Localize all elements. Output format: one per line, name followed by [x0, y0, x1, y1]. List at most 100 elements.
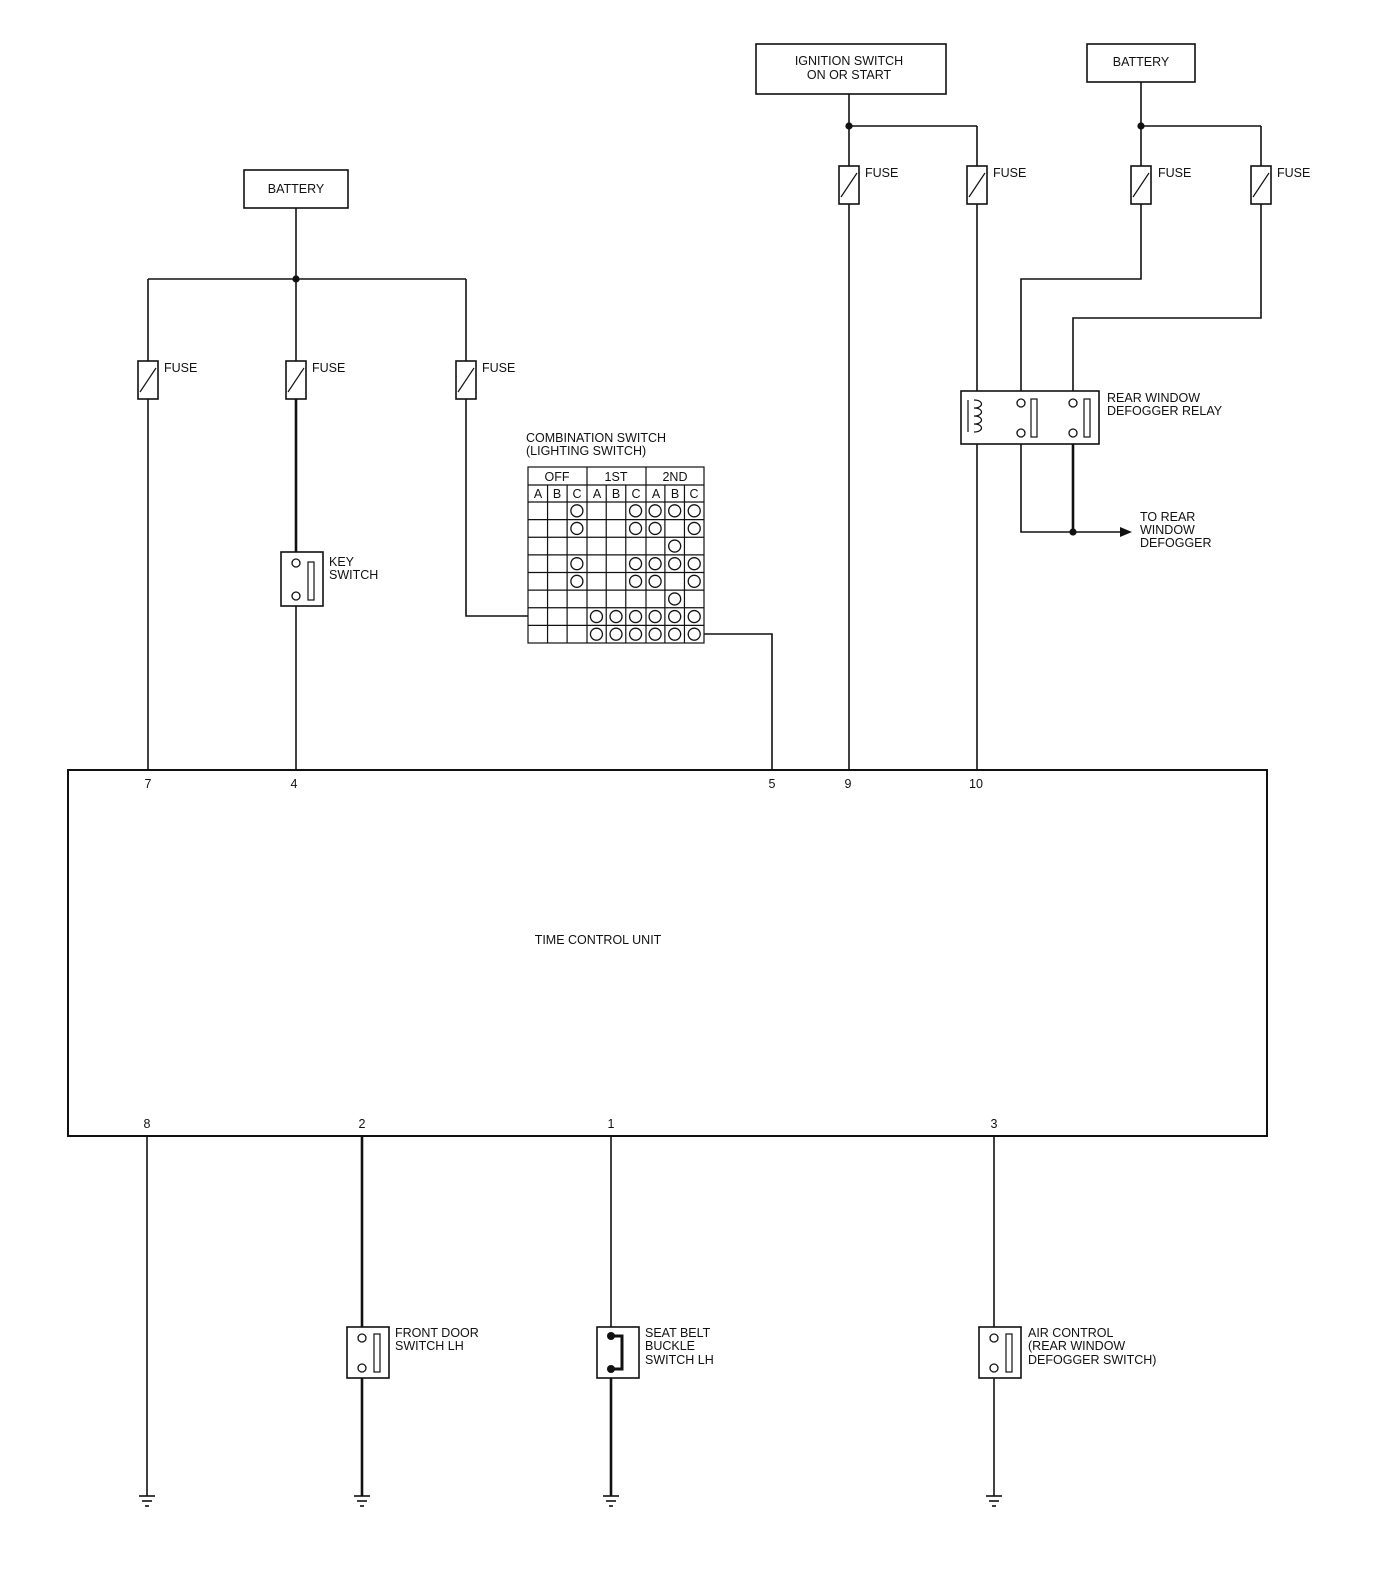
ground-icon: [354, 1495, 370, 1507]
connection-circle: [570, 504, 584, 518]
closed-contact-icon: [611, 1334, 624, 1371]
connection-circle: [609, 627, 623, 641]
connection-circle: [570, 574, 584, 588]
seat-belt-switch-label-2: BUCKLE: [645, 1339, 695, 1353]
connection-circle: [628, 557, 643, 571]
connection-circle: [648, 521, 662, 536]
connection-circle: [628, 521, 643, 536]
fuse-left-1: FUSE: [137, 360, 197, 400]
terminal-a: A: [534, 487, 543, 501]
battery-left: BATTERY: [243, 169, 349, 209]
ignition-wiring: [845, 94, 978, 770]
connection-circle: [628, 504, 643, 518]
connection-circle: [648, 574, 662, 588]
fuse-ignition-1: FUSE: [838, 165, 898, 205]
terminal-b: B: [553, 487, 561, 501]
connection-circle: [668, 627, 682, 641]
seat-belt-buckle-switch-lh: SEAT BELT BUCKLE SWITCH LH: [596, 1326, 714, 1379]
air-control-label-1: AIR CONTROL: [1028, 1326, 1113, 1340]
seat-belt-switch-label-1: SEAT BELT: [645, 1326, 711, 1340]
seat-belt-switch-label-3: SWITCH LH: [645, 1353, 714, 1367]
terminal-a: A: [593, 487, 602, 501]
air-control-label-3: DEFOGGER SWITCH): [1028, 1353, 1156, 1367]
pin-10: 10: [969, 777, 983, 791]
time-control-unit-label: TIME CONTROL UNIT: [535, 933, 662, 947]
ignition-switch-label-1: IGNITION SWITCH: [795, 54, 903, 68]
connection-circle: [687, 574, 701, 588]
air-control-label-2: (REAR WINDOW: [1028, 1339, 1125, 1353]
relay-label-1: REAR WINDOW: [1107, 391, 1200, 405]
terminal-b: B: [612, 487, 620, 501]
to-defogger-label-2: WINDOW: [1140, 523, 1195, 537]
connection-circle: [589, 609, 604, 624]
front-door-switch-label-2: SWITCH LH: [395, 1339, 464, 1353]
fuse-left-3: FUSE: [455, 360, 515, 400]
terminal-c: C: [689, 487, 698, 501]
terminal-c: C: [631, 487, 640, 501]
fuse-battery-right-2: FUSE: [1250, 165, 1310, 205]
position-1st: 1ST: [605, 470, 628, 484]
connection-circle: [687, 521, 701, 536]
fuse-ignition-2: FUSE: [966, 165, 1026, 205]
ground-icon: [139, 1495, 155, 1507]
fuse-label: FUSE: [1277, 166, 1310, 180]
bottom-wiring: [146, 1136, 995, 1496]
fuse-label: FUSE: [482, 361, 515, 375]
battery-left-label: BATTERY: [268, 182, 325, 196]
ignition-switch: IGNITION SWITCH ON OR START: [755, 43, 947, 95]
pin-3: 3: [991, 1117, 998, 1131]
ground-icon: [603, 1495, 619, 1507]
battery-right: BATTERY: [1086, 43, 1196, 83]
front-door-switch-lh: FRONT DOOR SWITCH LH: [346, 1326, 479, 1379]
pin-7: 7: [145, 777, 152, 791]
fuse-left-2: FUSE: [285, 360, 345, 400]
relay-label-2: DEFOGGER RELAY: [1107, 404, 1223, 418]
connection-circle: [668, 592, 682, 606]
connection-circle: [648, 627, 662, 641]
terminal-b: B: [671, 487, 679, 501]
combination-switch-title-1: COMBINATION SWITCH: [526, 431, 666, 445]
key-switch: KEY SWITCH: [280, 551, 378, 607]
fuse-label: FUSE: [164, 361, 197, 375]
key-switch-label-1: KEY: [329, 555, 355, 569]
combination-switch-title-2: (LIGHTING SWITCH): [526, 444, 646, 458]
position-2nd: 2ND: [662, 470, 687, 484]
connection-circle: [570, 557, 584, 571]
pin-8: 8: [144, 1117, 151, 1131]
pin-1: 1: [608, 1117, 615, 1131]
connection-circle: [648, 504, 662, 518]
ground-icon: [986, 1495, 1002, 1507]
to-defogger-label-3: DEFOGGER: [1140, 536, 1212, 550]
connection-circle: [687, 627, 701, 641]
fuse-label: FUSE: [993, 166, 1026, 180]
combination-switch-grid: OFF 1ST 2ND A B C A B C A B C: [527, 466, 705, 644]
battery-right-label: BATTERY: [1113, 55, 1170, 69]
connection-circle: [668, 557, 682, 571]
connection-circle: [628, 627, 643, 641]
pin-9: 9: [845, 777, 852, 791]
pin-5: 5: [769, 777, 776, 791]
connection-circle: [609, 609, 623, 624]
connection-circle: [648, 609, 662, 624]
connection-circle: [668, 609, 682, 624]
right-battery-wiring: [1020, 82, 1262, 537]
fuse-label: FUSE: [1158, 166, 1191, 180]
terminal-a: A: [652, 487, 661, 501]
connection-circle: [628, 574, 643, 588]
ignition-switch-label-2: ON OR START: [807, 68, 892, 82]
time-control-unit: TIME CONTROL UNIT 7 4 5 9 10 8 2 1 3: [67, 769, 1268, 1137]
relay-coil-icon: [973, 399, 983, 433]
rear-window-defogger-relay: REAR WINDOW DEFOGGER RELAY: [960, 390, 1223, 445]
connection-circle: [628, 609, 643, 624]
fuse-label: FUSE: [865, 166, 898, 180]
connection-circle: [687, 557, 701, 571]
connection-circle: [668, 504, 682, 518]
connection-circle: [668, 539, 682, 553]
pin-2: 2: [359, 1117, 366, 1131]
position-off: OFF: [545, 470, 570, 484]
connection-circle: [648, 557, 662, 571]
connection-circle: [589, 627, 604, 641]
connection-circle: [687, 609, 701, 624]
combination-switch: COMBINATION SWITCH (LIGHTING SWITCH) OFF…: [526, 431, 705, 644]
